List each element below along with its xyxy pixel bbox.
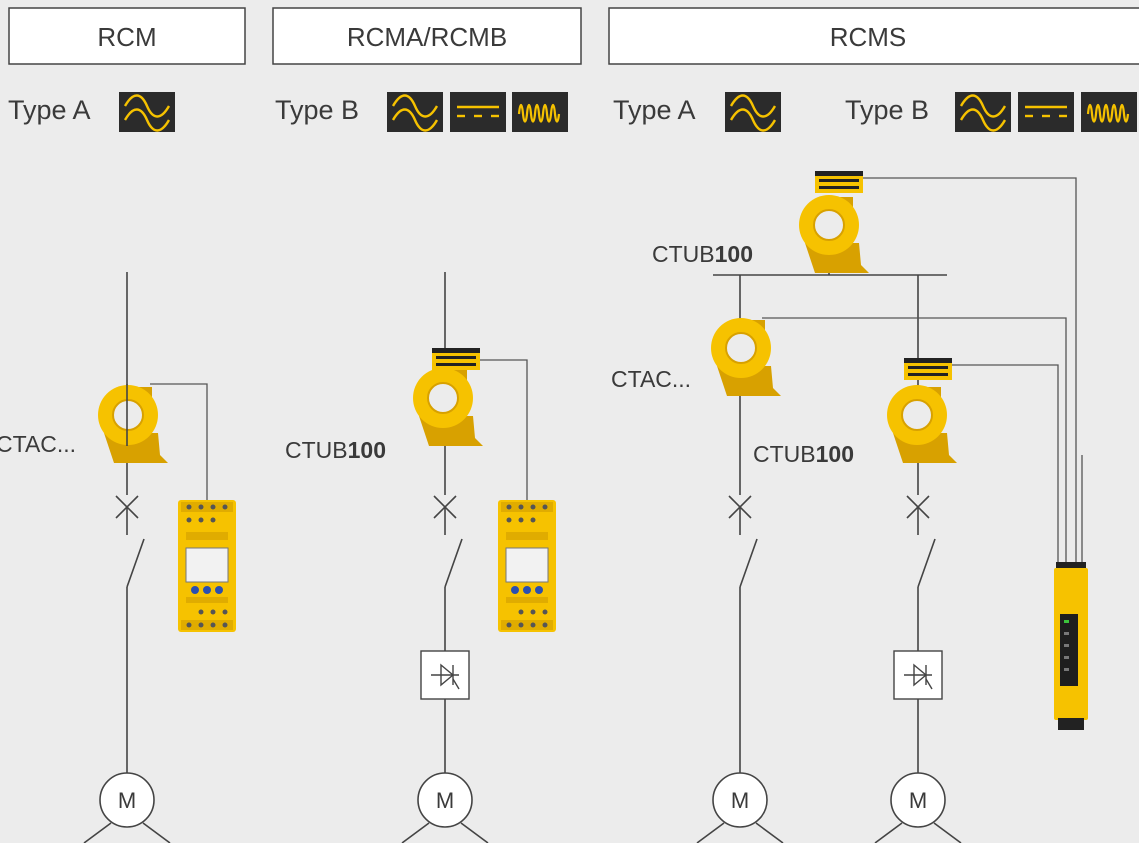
rcm-circuit: M: [83, 272, 237, 843]
motor-icon: [712, 772, 768, 828]
rcms-circuit: M M: [696, 171, 1088, 843]
hf-ac-icon: [1079, 90, 1139, 134]
motor-label: M: [731, 788, 749, 813]
hf-ac-icon: [510, 90, 570, 134]
sensor-label-rcmab: CTUB100: [285, 437, 386, 463]
motor-icon: [99, 772, 155, 828]
circuit-breaker-icon: [433, 495, 463, 588]
sensor-label-rcms-left: CTAC...: [611, 366, 691, 392]
sensor-label-bold: 100: [348, 437, 386, 463]
circuit-breaker-icon: [906, 495, 936, 588]
type-label-rcmab: Type B: [275, 95, 359, 125]
ac-sine-icon: [723, 90, 783, 134]
residual-current-relay-icon: [497, 499, 557, 633]
frequency-converter-icon: [893, 650, 943, 700]
sensor-label-rcm: CTAC...: [0, 431, 76, 457]
residual-current-relay-icon: [177, 499, 237, 633]
current-transformer-icon: [886, 384, 958, 464]
header-rcm: RCM: [8, 7, 246, 65]
motor-icon: [890, 772, 946, 828]
rcmab-circuit: M: [401, 272, 557, 843]
motor-label: M: [118, 788, 136, 813]
header-rcmab: RCMA/RCMB: [272, 7, 582, 65]
header-rcms-label: RCMS: [830, 22, 907, 52]
sensor-label-base: CTUB: [285, 437, 348, 463]
sensor-label-base: CTUB: [652, 241, 715, 267]
circuit-breaker-icon: [728, 495, 758, 588]
header-rcms: RCMS: [608, 7, 1139, 65]
circuit-breaker-icon: [115, 495, 145, 588]
type-label-rcms-b: Type B: [845, 95, 929, 125]
type-label-rcms-a: Type A: [613, 95, 696, 125]
sensor-connector-icon: [432, 348, 480, 370]
sensor-label-bold: 100: [715, 241, 753, 267]
ac-sine-icon: [953, 90, 1013, 134]
rcms-evaluator-icon: [1054, 562, 1088, 730]
sensor-label-rcms-top: CTUB100: [652, 241, 753, 267]
header-rcmab-label: RCMA/RCMB: [347, 22, 507, 52]
sensor-connector-icon: [815, 171, 863, 193]
ac-sine-icon: [385, 90, 445, 134]
current-transformer-icon: [97, 384, 169, 464]
current-transformer-icon: [798, 194, 870, 274]
motor-label: M: [909, 788, 927, 813]
sensor-label-base: CTUB: [753, 441, 816, 467]
sensor-connector-icon: [904, 358, 952, 380]
dc-smooth-icon: [448, 90, 508, 134]
current-transformer-icon: [710, 317, 782, 397]
frequency-converter-icon: [420, 650, 470, 700]
header-rcm-label: RCM: [97, 22, 156, 52]
sensor-label-rcms-right: CTUB100: [753, 441, 854, 467]
sensor-label-bold: 100: [816, 441, 854, 467]
ac-sine-icon: [117, 90, 177, 134]
type-label-rcm: Type A: [8, 95, 91, 125]
current-transformer-icon: [412, 367, 484, 447]
motor-label: M: [436, 788, 454, 813]
dc-smooth-icon: [1016, 90, 1076, 134]
motor-icon: [417, 772, 473, 828]
